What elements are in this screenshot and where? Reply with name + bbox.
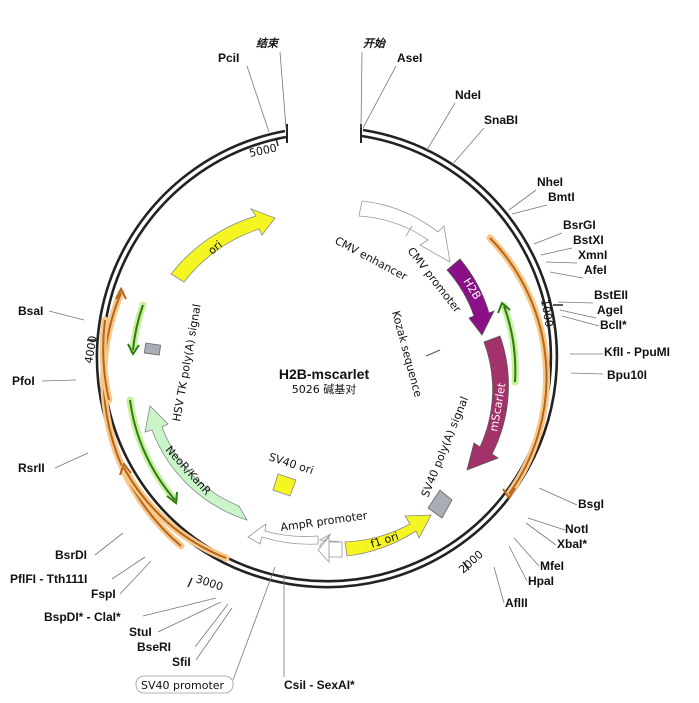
tick-mark-5000 [275, 137, 279, 147]
site-label[interactable]: BsgI [578, 497, 604, 511]
feature-label-f1-ori: f1 ori [369, 530, 400, 551]
site-label[interactable]: AgeI [597, 303, 623, 317]
feature-label-sv40-polya: SV40 poly(A) signal [419, 395, 471, 499]
site-label[interactable]: AflII [505, 596, 528, 610]
backbone-inner-ring [101, 134, 553, 583]
orange-arc-left-1-head [115, 286, 127, 300]
site-label[interactable]: AseI [397, 51, 422, 65]
tick-mark-2000 [462, 561, 470, 571]
orange-arc-left-3 [123, 467, 227, 559]
orange-arc-left-3-head [119, 461, 132, 476]
site-label[interactable]: PflFI - Tth111I [10, 572, 87, 586]
feature-sv40-promoter[interactable] [247, 523, 319, 545]
feature-sv40-ori[interactable] [272, 473, 297, 497]
site-label[interactable]: BstEII [594, 288, 628, 302]
end-label: 结束 [256, 37, 280, 50]
tick-label-3000: 3000 [194, 572, 225, 593]
site-label[interactable]: SnaBI [484, 113, 518, 127]
site-label[interactable]: HpaI [528, 574, 554, 588]
feature-cmv-divider [405, 225, 413, 237]
site-label[interactable]: FspI [91, 587, 116, 601]
site-label[interactable]: BsaI [18, 304, 43, 318]
tick-label-5000: 5000 [248, 141, 278, 160]
green-arc-left-1 [132, 304, 144, 351]
feature-sv40-polya[interactable] [427, 489, 453, 519]
tick-label-4000: 4000 [82, 335, 100, 365]
restriction-sites: PciI AseI NdeI SnaBI NheI BmtI BsrGI Bst… [10, 51, 670, 692]
site-label[interactable]: BstXI [573, 233, 604, 247]
green-arc-left-2 [129, 399, 176, 501]
feature-label-kozak: Kozak sequence [389, 309, 425, 398]
feature-f1-ori[interactable] [344, 514, 432, 557]
site-label[interactable]: PciI [218, 51, 239, 65]
feature-hsv-tk-polya[interactable] [143, 342, 162, 356]
feature-label-cmv-enhancer: CMV enhancer [333, 234, 410, 283]
feature-label-sv40-ori: SV40 ori [267, 450, 315, 477]
site-label[interactable]: XbaI* [557, 537, 587, 551]
start-label-leader [360, 51, 363, 129]
site-label[interactable]: CsiI - SexAI* [284, 678, 355, 692]
site-label[interactable]: MfeI [540, 559, 564, 573]
orange-arc-left-2 [102, 319, 110, 401]
site-label[interactable]: BsrGI [563, 218, 596, 232]
tick-label-2000: 2000 [456, 548, 486, 576]
site-label[interactable]: NdeI [455, 88, 481, 102]
sv40-promoter-label[interactable]: SV40 promoter [141, 679, 225, 692]
site-label[interactable]: Bpu10I [607, 368, 647, 382]
site-label[interactable]: BspDI* - ClaI* [44, 610, 121, 624]
orange-arc-right-head [502, 487, 516, 500]
outer-arcs [99, 234, 551, 562]
site-label[interactable]: KflI - PpuMI [604, 345, 670, 359]
feature-kozak[interactable] [425, 349, 441, 357]
orange-arc-right [489, 237, 548, 495]
site-label[interactable]: BmtI [548, 190, 575, 204]
start-label: 开始 [363, 37, 387, 50]
end-label-leader [279, 51, 287, 129]
feature-label-ampr-promoter: AmpR promoter [280, 509, 369, 534]
green-arc-right-head [497, 301, 511, 314]
feature-neor-kanr[interactable] [144, 405, 248, 521]
plasmid-title: H2B-mscarlet [279, 366, 370, 382]
green-arc-right [503, 305, 517, 383]
site-label[interactable]: PfoI [12, 374, 35, 388]
feature-mscarlet[interactable] [466, 335, 509, 471]
site-label[interactable]: AfeI [584, 263, 607, 277]
tick-label-1000: 1000 [538, 298, 556, 328]
site-label[interactable]: SfiI [172, 655, 191, 669]
site-label[interactable]: BsrDI [55, 548, 87, 562]
site-label[interactable]: BclI* [600, 318, 627, 332]
site-label[interactable]: NotI [565, 522, 588, 536]
sv40-promoter-box [135, 675, 234, 694]
sv40-promoter-callout: SV40 promoter [135, 566, 276, 694]
green-arc-left-2-head [166, 491, 178, 505]
site-label[interactable]: BseRI [137, 640, 171, 654]
feature-h2b[interactable] [446, 258, 495, 336]
site-label[interactable]: StuI [129, 625, 152, 639]
plasmid-size: 5026 碱基对 [292, 382, 357, 396]
feature-label-hsv-tk-polya: HSV TK poly(A) signal [170, 303, 203, 423]
feature-ampr-arrowhead [317, 535, 330, 564]
feature-ori[interactable] [170, 208, 276, 283]
site-label[interactable]: XmnI [578, 248, 607, 262]
feature-cmv[interactable] [358, 200, 451, 263]
orange-arc-left-1 [102, 292, 182, 547]
feature-ampr-box [328, 541, 343, 558]
green-arc-left-1-head [127, 343, 140, 356]
site-label[interactable]: RsrII [18, 461, 45, 475]
tick-mark-3000 [187, 577, 193, 588]
site-label[interactable]: NheI [537, 175, 563, 189]
backbone-outer-ring [95, 128, 559, 589]
